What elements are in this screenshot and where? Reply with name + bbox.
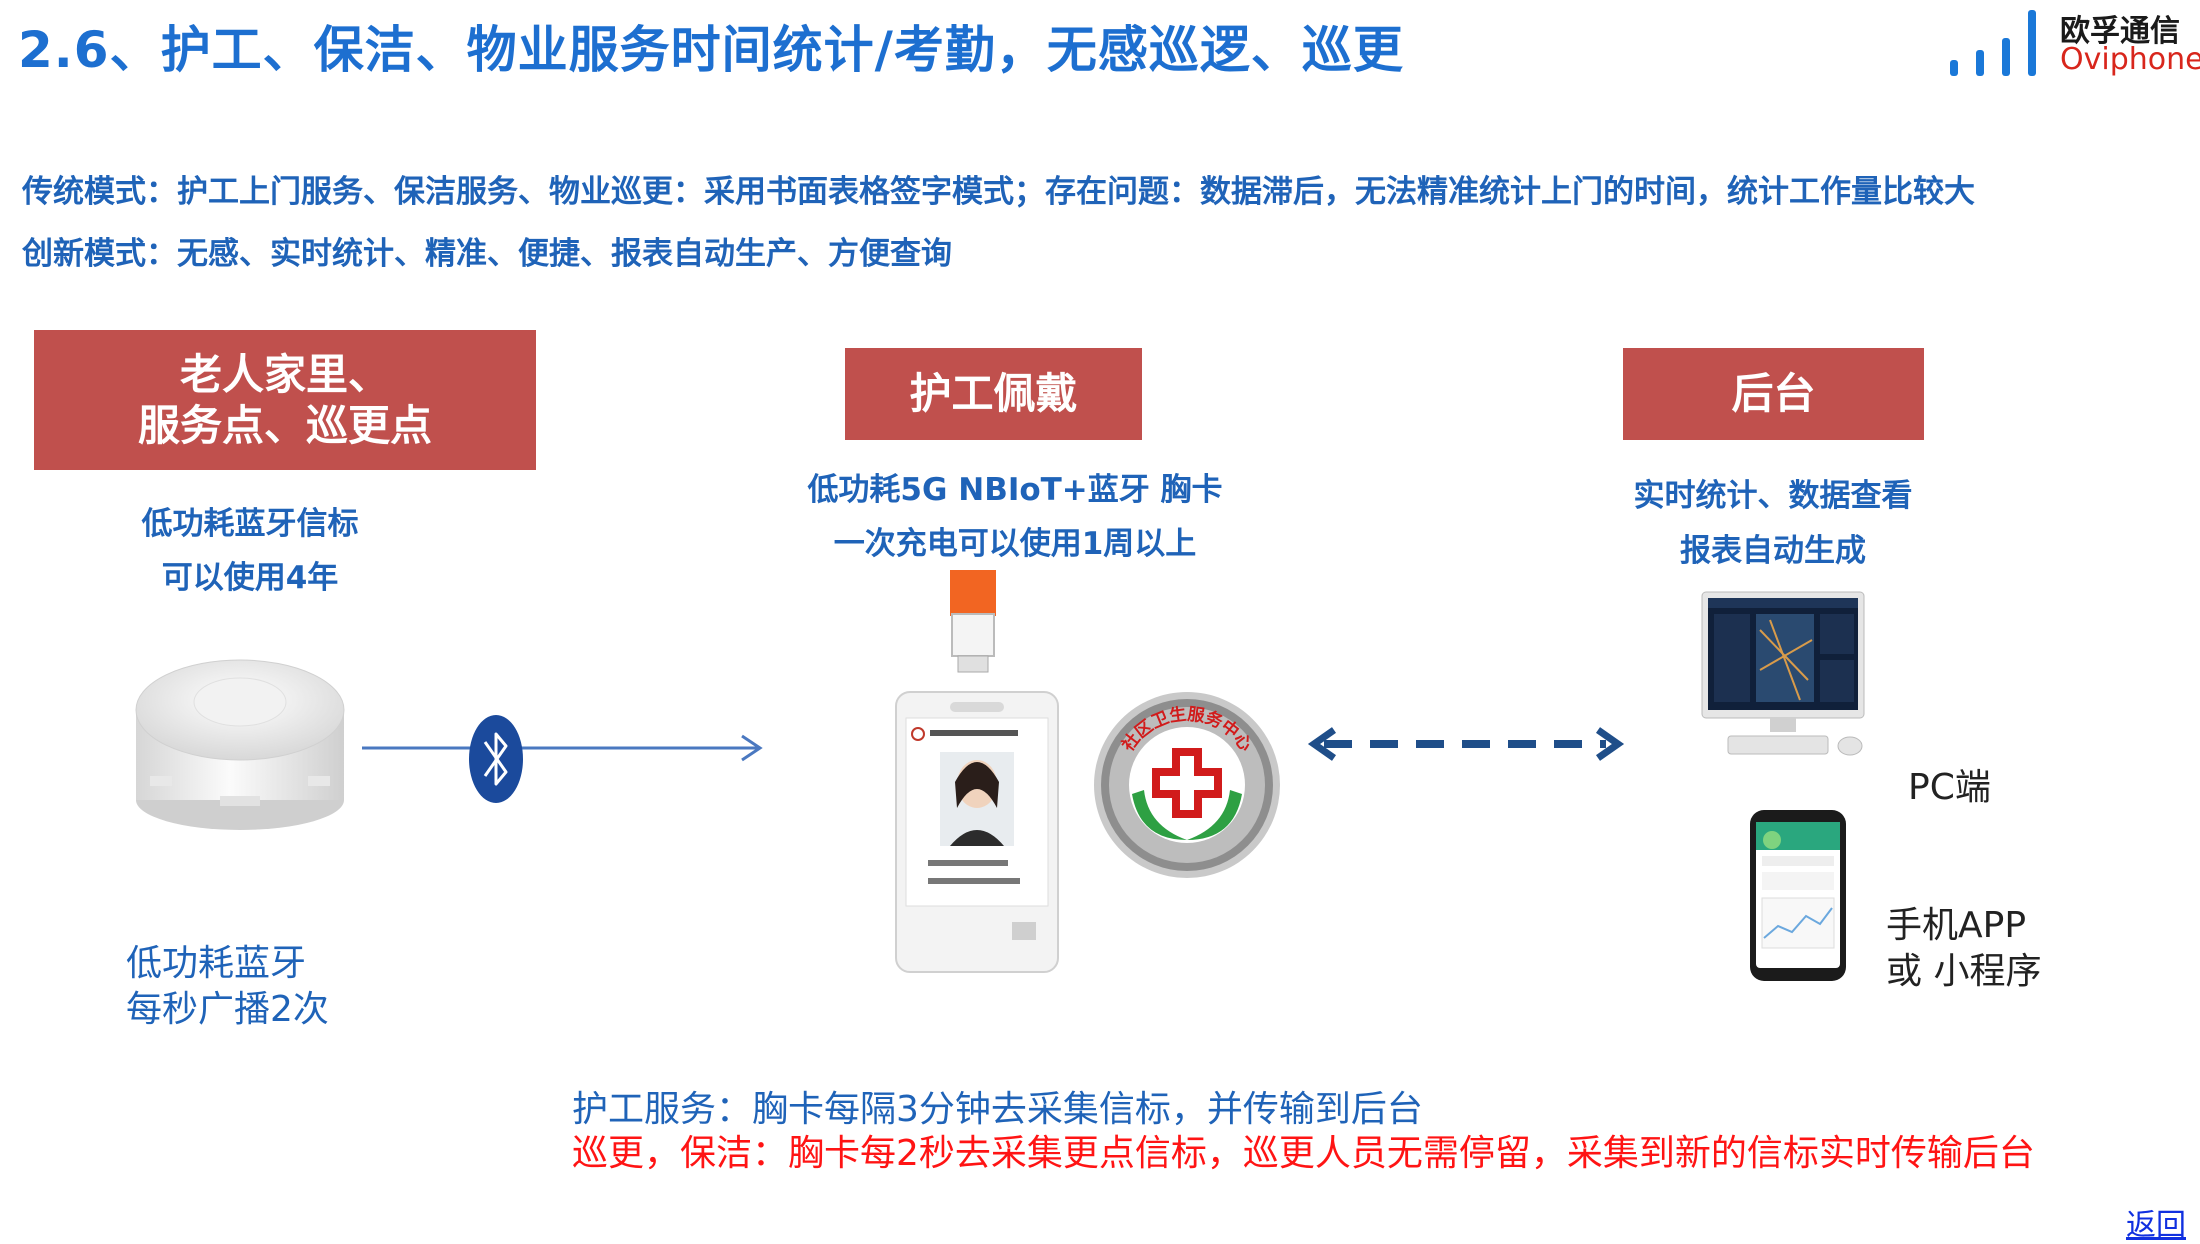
page-title: 2.6、护工、保洁、物业服务时间统计/考勤，无感巡逻、巡更 [18,10,1404,82]
pc-label: PC端 [1908,758,1991,810]
pc-monitor-image [1700,590,1890,780]
bluetooth-icon [468,714,524,804]
app-label-1: 手机APP [1886,896,2026,948]
bluetooth-beacon-image [130,650,350,835]
elderly-home-header: 老人家里、 服务点、巡更点 [34,330,536,470]
backend-desc-2: 报表自动生成 [1540,525,2006,570]
badge-desc-2: 一次充电可以使用1周以上 [760,518,1270,563]
innovative-mode-text: 创新模式：无感、实时统计、精准、便捷、报表自动生产、方便查询 [22,228,952,273]
backend-header: 后台 [1623,348,1924,440]
beacon-desc-1: 低功耗蓝牙信标 [34,498,466,543]
beacon-note-2: 每秒广播2次 [126,980,329,1032]
patrol-cleaning-note: 巡更，保洁：胸卡每2秒去采集更点信标，巡更人员无需停留，采集到新的信标实时传输后… [572,1124,2035,1176]
back-link[interactable]: 返回 [2126,1200,2186,1244]
employee-badge-image [892,570,1062,975]
logo-english-name: Oviphone [2060,42,2200,77]
elderly-home-header-line2: 服务点、巡更点 [138,400,432,451]
backend-desc-1: 实时统计、数据查看 [1540,470,2006,515]
beacon-to-badge-arrow [360,718,770,808]
app-label-2: 或 小程序 [1886,942,2041,994]
logo-signal-icon [1948,8,2048,78]
traditional-mode-text: 传统模式：护工上门服务、保洁服务、物业巡更：采用书面表格签字模式；存在问题：数据… [22,166,1975,211]
mobile-phone-image [1748,808,1848,983]
beacon-note-1: 低功耗蓝牙 [126,934,306,986]
caregiver-wear-header: 护工佩戴 [845,348,1142,440]
elderly-home-header-line1: 老人家里、 [138,349,432,400]
badge-backend-sync-arrow [1306,724,1626,764]
beacon-desc-2: 可以使用4年 [34,552,466,597]
badge-desc-1: 低功耗5G NBIoT+蓝牙 胸卡 [760,464,1270,509]
community-health-badge-image: 社区卫生服务中心 [1092,690,1282,880]
